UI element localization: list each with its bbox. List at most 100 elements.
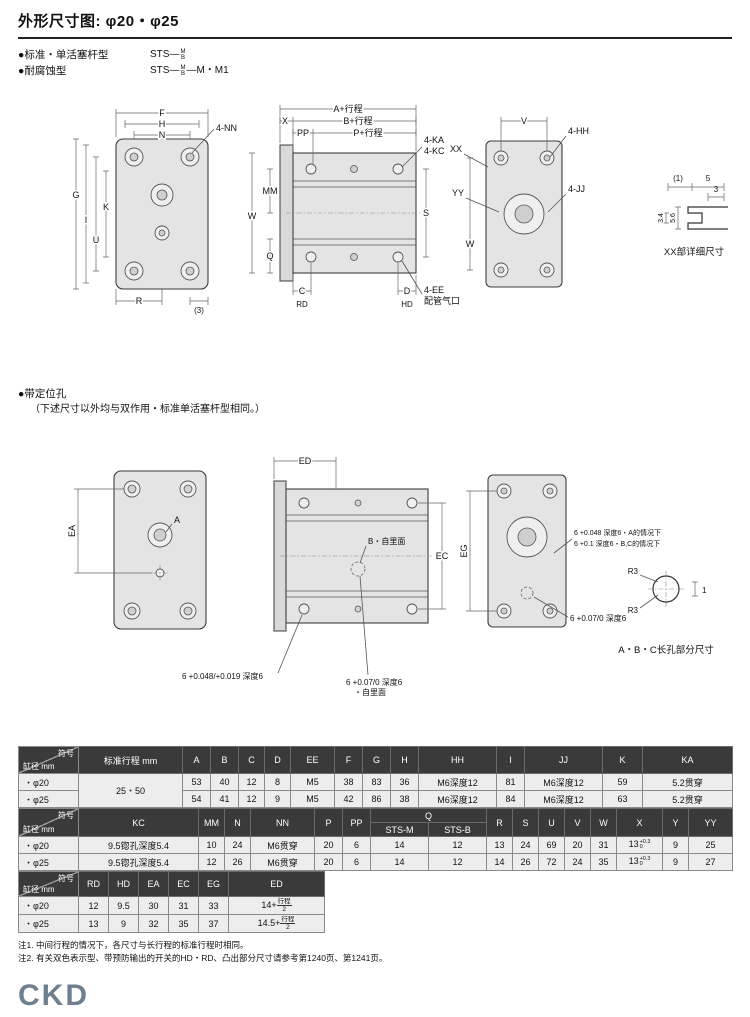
dimension-table-2: 符号缸径 mm KC MM N NN P PP Q R S U V W X Y … [18, 808, 734, 871]
dim-eg-label: EG [459, 544, 469, 557]
data-cell: 32 [138, 914, 169, 933]
data-cell: 12 [238, 790, 265, 808]
code-bottom: B [180, 55, 185, 61]
bore-label: ・φ25 [18, 790, 79, 808]
diag-symbol: 符号 [58, 749, 74, 758]
data-cell: 63 [602, 790, 643, 808]
diag-bore: 缸径 mm [23, 885, 55, 894]
hole-note-2-sub: ・自里面 [354, 687, 386, 697]
dim-c-label: C [299, 286, 306, 296]
data-cell: 35 [590, 853, 618, 871]
header-cell-q: Q [369, 808, 488, 823]
data-cell: M6深度12 [524, 773, 603, 791]
dim-3-label: (3) [194, 306, 204, 315]
data-cell: 83 [362, 773, 391, 791]
label-4hh: 4-HH [568, 126, 589, 136]
dim-1-label: 1 [702, 586, 707, 595]
data-cell: 25・50 [78, 773, 183, 808]
hole-b-hidden [350, 561, 366, 577]
dim-u-label: U [93, 235, 100, 245]
ed-prefix: 14.5+ [257, 917, 281, 928]
dim-paren1-label: (1) [673, 174, 683, 183]
dimension-drawing-standard: F H N 4-NN G I U K R (3) [71, 102, 728, 316]
side-view-positioning: ED B・自里面 EC 6 +0.048/+0.019 深度6 6 +0.07/… [182, 455, 450, 698]
code-bottom: B [180, 71, 185, 77]
symbol-bore-header: 符号缸径 mm [18, 871, 79, 897]
data-cell: 12 [427, 853, 488, 871]
table-row: ・φ25 54 41 12 9 M5 42 86 38 M6深度12 84 M6… [18, 790, 733, 808]
dim-56-label: 5.6 [670, 213, 677, 223]
hole-tolerance-note-1: 6 +0.048/+0.019 深度6 [182, 671, 263, 681]
data-cell: 30 [138, 896, 169, 915]
label-4ee: 4-EE [424, 285, 444, 295]
radius-r3-bottom: R3 [628, 606, 639, 615]
data-cell: 26 [512, 853, 540, 871]
footnote-1: 注1. 中间行程的情况下，各尺寸与长行程的标准行程时相同。 [18, 940, 249, 950]
header-cell: HH [418, 746, 497, 774]
front-view-positioning: EA A [66, 470, 207, 630]
data-cell: 59 [602, 773, 643, 791]
header-cell: EG [198, 871, 229, 897]
dim-mm-label: MM [263, 186, 278, 196]
data-cell: 36 [390, 773, 419, 791]
data-cell: 38 [334, 773, 363, 791]
header-cell: PP [342, 808, 371, 837]
label-4kc: 4-KC [424, 146, 445, 156]
dimension-table-1: 符号缸径 mm 标准行程 mm A B C D EE F G H HH I JJ… [18, 746, 733, 808]
data-cell: 5.2贯穿 [642, 790, 733, 808]
header-cell: HD [108, 871, 139, 897]
data-cell: 72 [538, 853, 566, 871]
header-cell: KA [642, 746, 733, 774]
groove-profile [687, 206, 728, 230]
dim-n-label: N [159, 130, 166, 140]
data-cell: M5 [290, 773, 335, 791]
cylinder-body-front [113, 470, 207, 630]
footnote-2: 注2. 有关双色表示型、带预防输出的开关的HD・RD、凸出部分尺寸请参考第124… [18, 953, 388, 963]
groove-detail: (1) 5 3 5.6 3.4 XX部详细尺寸 [657, 174, 728, 258]
header-cell: H [390, 746, 419, 774]
bore-label: ・φ20 [18, 896, 79, 915]
page-title-bar: 外形尺寸图: φ20・φ25 [18, 6, 732, 39]
header-cell: A [182, 746, 211, 774]
header-cell: S [512, 808, 540, 837]
x-value: 13 [628, 856, 639, 867]
x-tol-lower: 0 [639, 844, 643, 851]
groove-detail-caption: XX部详细尺寸 [664, 246, 725, 258]
header-cell: MM [198, 808, 225, 837]
data-cell: M6深度12 [524, 790, 603, 808]
end-view: V 4-HH XX YY W 4-JJ [450, 115, 589, 288]
header-cell: V [564, 808, 592, 837]
data-cell: 20 [314, 836, 343, 854]
data-cell: 81 [496, 773, 525, 791]
dim-x-label: X [282, 116, 288, 126]
ed-denominator: 2 [282, 906, 286, 913]
header-cell: EA [138, 871, 169, 897]
data-cell: 86 [362, 790, 391, 808]
label-xx: XX [450, 144, 462, 154]
table-row: ・φ25 9.5锪孔深度5.4 12 26 M6贯穿 20 6 14 12 14… [18, 853, 734, 871]
front-view: F H N 4-NN G I U K R (3) [71, 107, 237, 316]
label-4jj: 4-JJ [568, 184, 585, 194]
hole-tolerance-note-2: 6 +0.07/0 深度6 [346, 677, 403, 687]
x-tol-upper: +0.3 [639, 838, 651, 845]
ed-prefix: 14+ [261, 899, 277, 910]
header-cell: NN [250, 808, 315, 837]
data-cell: M6深度12 [418, 790, 497, 808]
data-cell: 41 [210, 790, 239, 808]
header-cell: JJ [524, 746, 603, 774]
section-title: ●带定位孔 [18, 388, 67, 400]
ed-denominator: 2 [286, 924, 290, 931]
data-cell: 9.5锪孔深度5.4 [78, 853, 199, 871]
data-cell: 33 [198, 896, 229, 915]
data-cell: 26 [224, 853, 251, 871]
dim-ec-label: EC [436, 551, 449, 561]
dimension-drawing-positioning: EA A ED B・自里面 EC 6 +0.048/+0.019 深度6 6 +… [66, 455, 715, 698]
footnotes: 注1. 中间行程的情况下，各尺寸与长行程的标准行程时相同。 注2. 有关双色表示… [18, 939, 732, 965]
dim-pp-label: PP [297, 128, 309, 138]
data-cell: 38 [390, 790, 419, 808]
data-cell: 9 [108, 914, 139, 933]
